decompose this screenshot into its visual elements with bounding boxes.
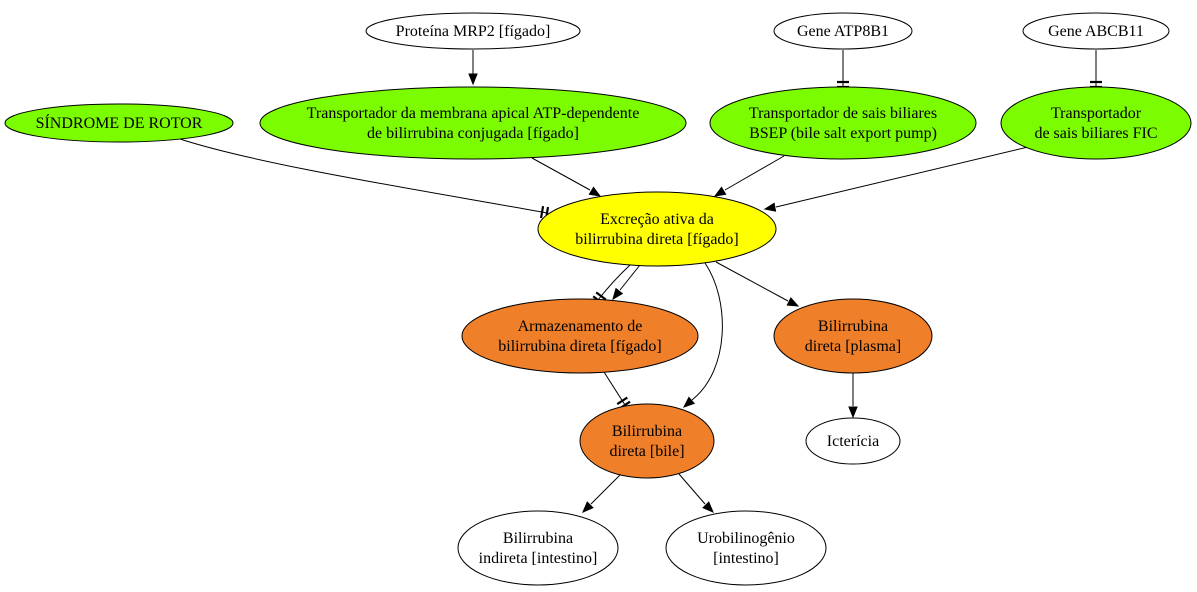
node-ellipse: [709, 86, 977, 160]
edge-line: [724, 155, 785, 191]
node-transp_apical: Transportador da membrana apical ATP-dep…: [259, 86, 687, 160]
edge-line: [619, 264, 641, 291]
node-excrecao: Excreção ativa da bilirrubina direta [fíg…: [537, 191, 777, 267]
edge-armazenamento-bile: [603, 371, 631, 410]
node-ellipse: [805, 417, 901, 465]
node-label: Icterícia: [827, 433, 879, 450]
arrowhead-icon: [468, 73, 478, 86]
edge-excrecao-armazenamento-a: [612, 264, 641, 301]
edge-line: [531, 157, 591, 191]
edge-line: [603, 371, 626, 406]
node-label: direta [plasma]: [805, 338, 901, 355]
node-ellipse: [4, 103, 234, 143]
node-label: bilirrubina direta [fígado]: [575, 231, 739, 248]
node-bile: Bilirrubina direta [bile]: [579, 403, 715, 479]
node-ictericia: Icterícia: [805, 417, 901, 465]
node-label: BSEP (bile salt export pump): [749, 125, 937, 142]
node-label: [intestino]: [713, 550, 779, 567]
inhibit-bar-icon: [539, 206, 545, 219]
arrowhead-icon: [763, 202, 777, 212]
nodes-layer: Proteína MRP2 [fígado] Gene ATP8B1 Gene AB…: [4, 12, 1192, 586]
node-fic: Transportador de sais biliares FIC: [1000, 86, 1192, 160]
node-ellipse: [461, 298, 699, 374]
edge-line: [597, 264, 631, 301]
node-label: Bilirrubina: [612, 423, 682, 440]
node-label: Gene ABCB11: [1048, 23, 1144, 40]
edge-abcb11-fic: [1090, 50, 1102, 89]
inhibit-bar-icon: [616, 396, 628, 405]
arrowhead-icon: [702, 501, 714, 513]
edge-line: [691, 262, 723, 401]
node-ellipse: [259, 86, 687, 160]
node-rotor: SÍNDROME DE ROTOR: [4, 103, 234, 143]
node-label: Bilirrubina: [503, 530, 573, 547]
edge-bile-urobilinogenio: [678, 473, 714, 513]
node-ellipse: [537, 191, 777, 267]
edge-line: [678, 473, 706, 505]
node-label: de sais biliares FIC: [1034, 125, 1157, 142]
node-ellipse: [773, 12, 913, 50]
node-ellipse: [365, 12, 581, 50]
edge-mrp2-transp_apical: [468, 50, 478, 86]
node-abcb11: Gene ABCB11: [1022, 12, 1170, 50]
node-label: Transportador: [1051, 105, 1142, 122]
node-label: Gene ATP8B1: [797, 23, 889, 40]
edge-line: [590, 474, 621, 505]
node-indireta: Bilirrubina indireta [intestino]: [457, 510, 619, 586]
edge-bile-indireta: [582, 474, 621, 513]
node-ellipse: [579, 403, 715, 479]
edges-layer: [179, 50, 1102, 513]
edge-line: [715, 261, 789, 302]
edge-bsep-excrecao: [713, 155, 785, 197]
node-label: Armazenamento de: [518, 318, 643, 335]
node-label: SÍNDROME DE ROTOR: [36, 113, 203, 132]
arrowhead-icon: [713, 186, 727, 197]
node-label: Excreção ativa da: [600, 211, 714, 228]
node-mrp2: Proteína MRP2 [fígado]: [365, 12, 581, 50]
arrowhead-icon: [682, 396, 696, 408]
edge-atp8b1-bsep: [837, 50, 849, 89]
node-label: indireta [intestino]: [479, 550, 598, 567]
edge-excrecao-plasma: [715, 261, 800, 307]
node-plasma: Bilirrubina direta [plasma]: [773, 298, 933, 374]
node-ellipse: [773, 298, 933, 374]
node-label: Proteína MRP2 [fígado]: [396, 23, 551, 40]
node-label: bilirrubina direta [fígado]: [498, 338, 662, 355]
node-urobilinogenio: Urobilinogênio [intestino]: [665, 510, 827, 586]
edge-transp_apical-excrecao: [531, 157, 602, 197]
node-label: de bilirrubina conjugada [fígado]: [367, 125, 579, 142]
edge-fic-excrecao: [763, 146, 1029, 212]
edge-excrecao-bile: [682, 262, 723, 408]
node-label: Transportador da membrana apical ATP-dep…: [307, 105, 640, 122]
node-ellipse: [1000, 86, 1192, 160]
arrowhead-icon: [786, 297, 800, 307]
node-ellipse: [457, 510, 619, 586]
node-label: Transportador de sais biliares: [749, 105, 937, 122]
node-label: direta [bile]: [609, 443, 684, 460]
node-label: Urobilinogênio: [697, 530, 795, 547]
node-label: Bilirrubina: [818, 318, 888, 335]
edge-line: [179, 138, 548, 214]
arrowhead-icon: [588, 186, 602, 197]
inhibit-bar-icon: [595, 291, 607, 301]
edge-plasma-ictericia: [848, 373, 858, 419]
node-armazenamento: Armazenamento de bilirrubina direta [fíga…: [461, 298, 699, 374]
arrowhead-icon: [848, 406, 858, 419]
edge-line: [775, 146, 1029, 208]
arrowhead-icon: [612, 287, 624, 301]
node-ellipse: [665, 510, 827, 586]
arrowhead-icon: [582, 501, 594, 513]
node-atp8b1: Gene ATP8B1: [773, 12, 913, 50]
node-ellipse: [1022, 12, 1170, 50]
